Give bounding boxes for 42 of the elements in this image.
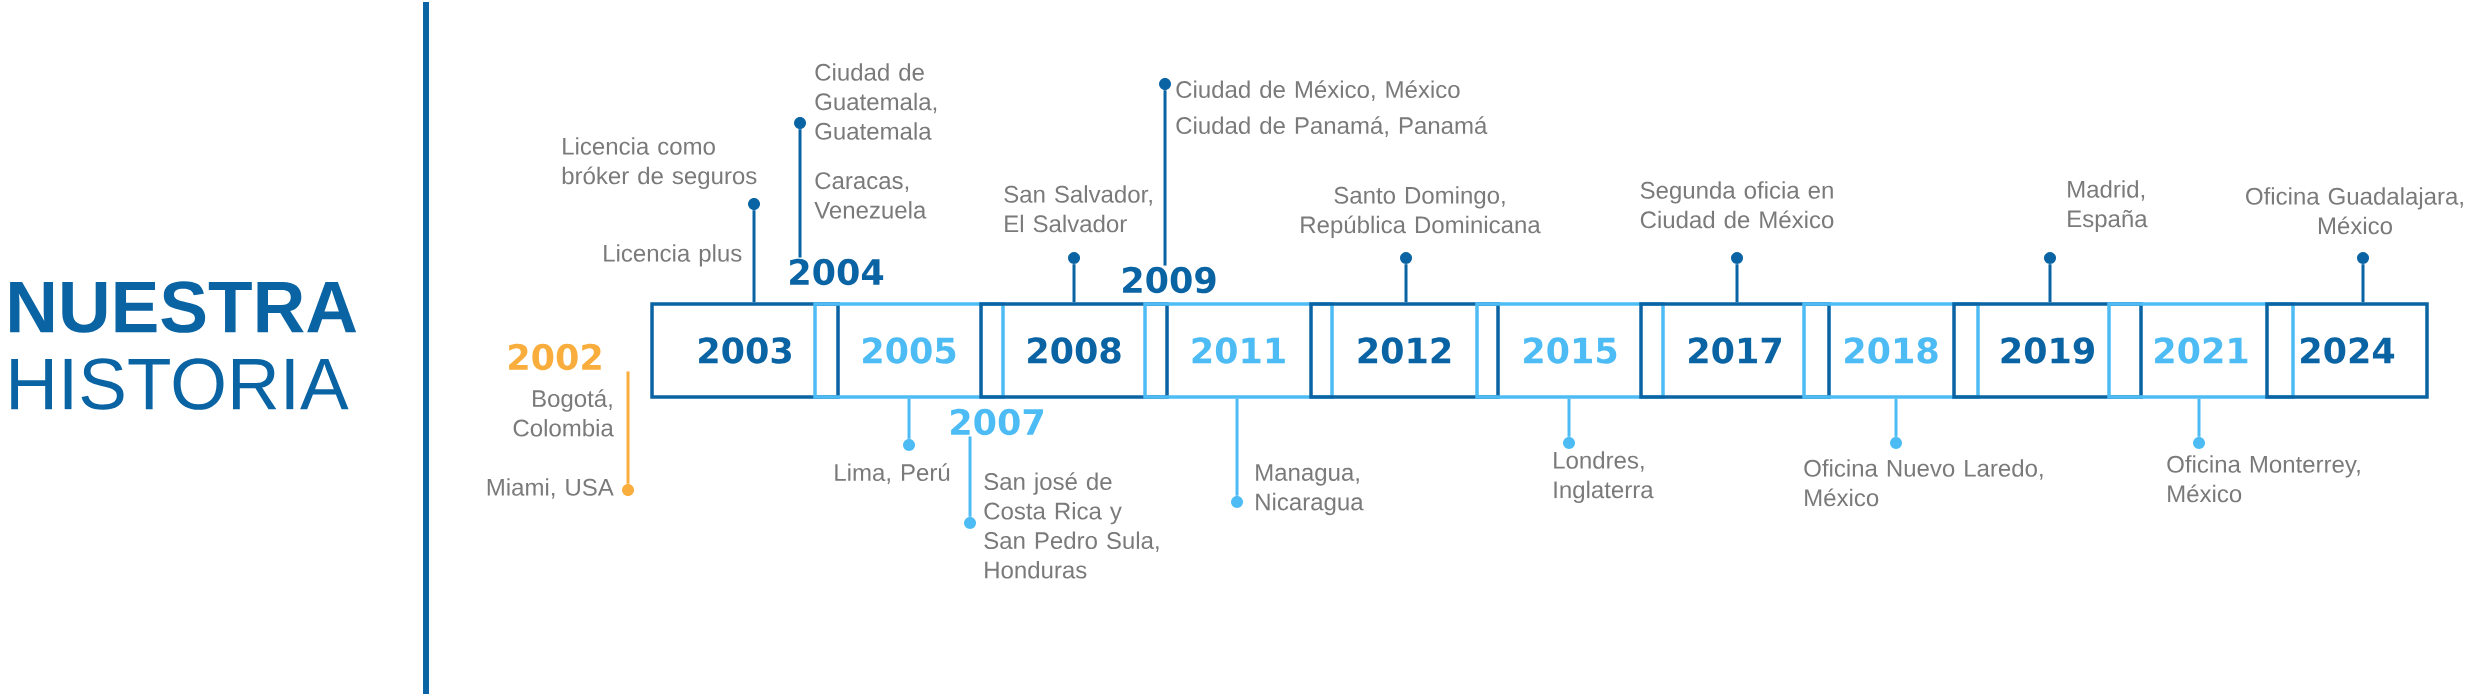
year-box: 2021 [2107, 302, 2295, 399]
event-text: Licencia como bróker de seguros [562, 137, 757, 190]
event-text: San josé de Costa Rica y San Pedro Sula, Honduras [984, 472, 1159, 579]
event-text: Miami, USA [487, 478, 614, 499]
stem-line [798, 129, 802, 258]
year-box: 2003 [650, 302, 840, 399]
year-box: 2024 [2265, 302, 2429, 399]
event-text: Caracas, Venezuela [814, 172, 927, 219]
event-text: Oficina Monterrey, México [2167, 455, 2360, 503]
year-box: 2015 [1475, 302, 1665, 399]
year-label: 2004 [790, 258, 884, 286]
event-text: Bogotá, Colombia [513, 389, 614, 437]
stem-line [1235, 398, 1239, 496]
stem-line [752, 210, 756, 303]
stem-line [626, 371, 630, 484]
year-box: 2018 [1802, 302, 1980, 399]
event-text: Oficina Nuevo Laredo, México [1804, 459, 2043, 507]
stem-line [1072, 264, 1076, 303]
stem-line [907, 398, 911, 439]
year-box: 2005 [813, 302, 1005, 399]
stem-line [2197, 398, 2201, 437]
year-box: 2011 [1143, 302, 1334, 399]
stem-line [1567, 398, 1571, 437]
stem-line [2048, 264, 2052, 303]
year-box: 2017 [1639, 302, 1831, 399]
year-box: 2019 [1952, 302, 2143, 399]
stem-line [968, 436, 972, 517]
title: NUESTRA HISTORIA [10, 281, 357, 410]
event-text: Licencia plus [604, 244, 742, 267]
year-label: 2002 [509, 343, 601, 371]
year-box: 2008 [979, 302, 1169, 399]
stem-line [1735, 264, 1739, 303]
year-label: 2009 [1123, 266, 1216, 294]
stem-line [2361, 264, 2365, 303]
event-text: Lima, Perú [835, 463, 950, 484]
stem-line [1894, 398, 1898, 437]
event-text: Managua, Nicaragua [1256, 464, 1364, 516]
event-text: Ciudad de Panamá, Panamá [1176, 116, 1488, 137]
year-box: 2012 [1309, 302, 1500, 399]
year-label: 2007 [951, 408, 1043, 436]
stem-line [1404, 264, 1408, 303]
stem-line [1163, 90, 1167, 266]
